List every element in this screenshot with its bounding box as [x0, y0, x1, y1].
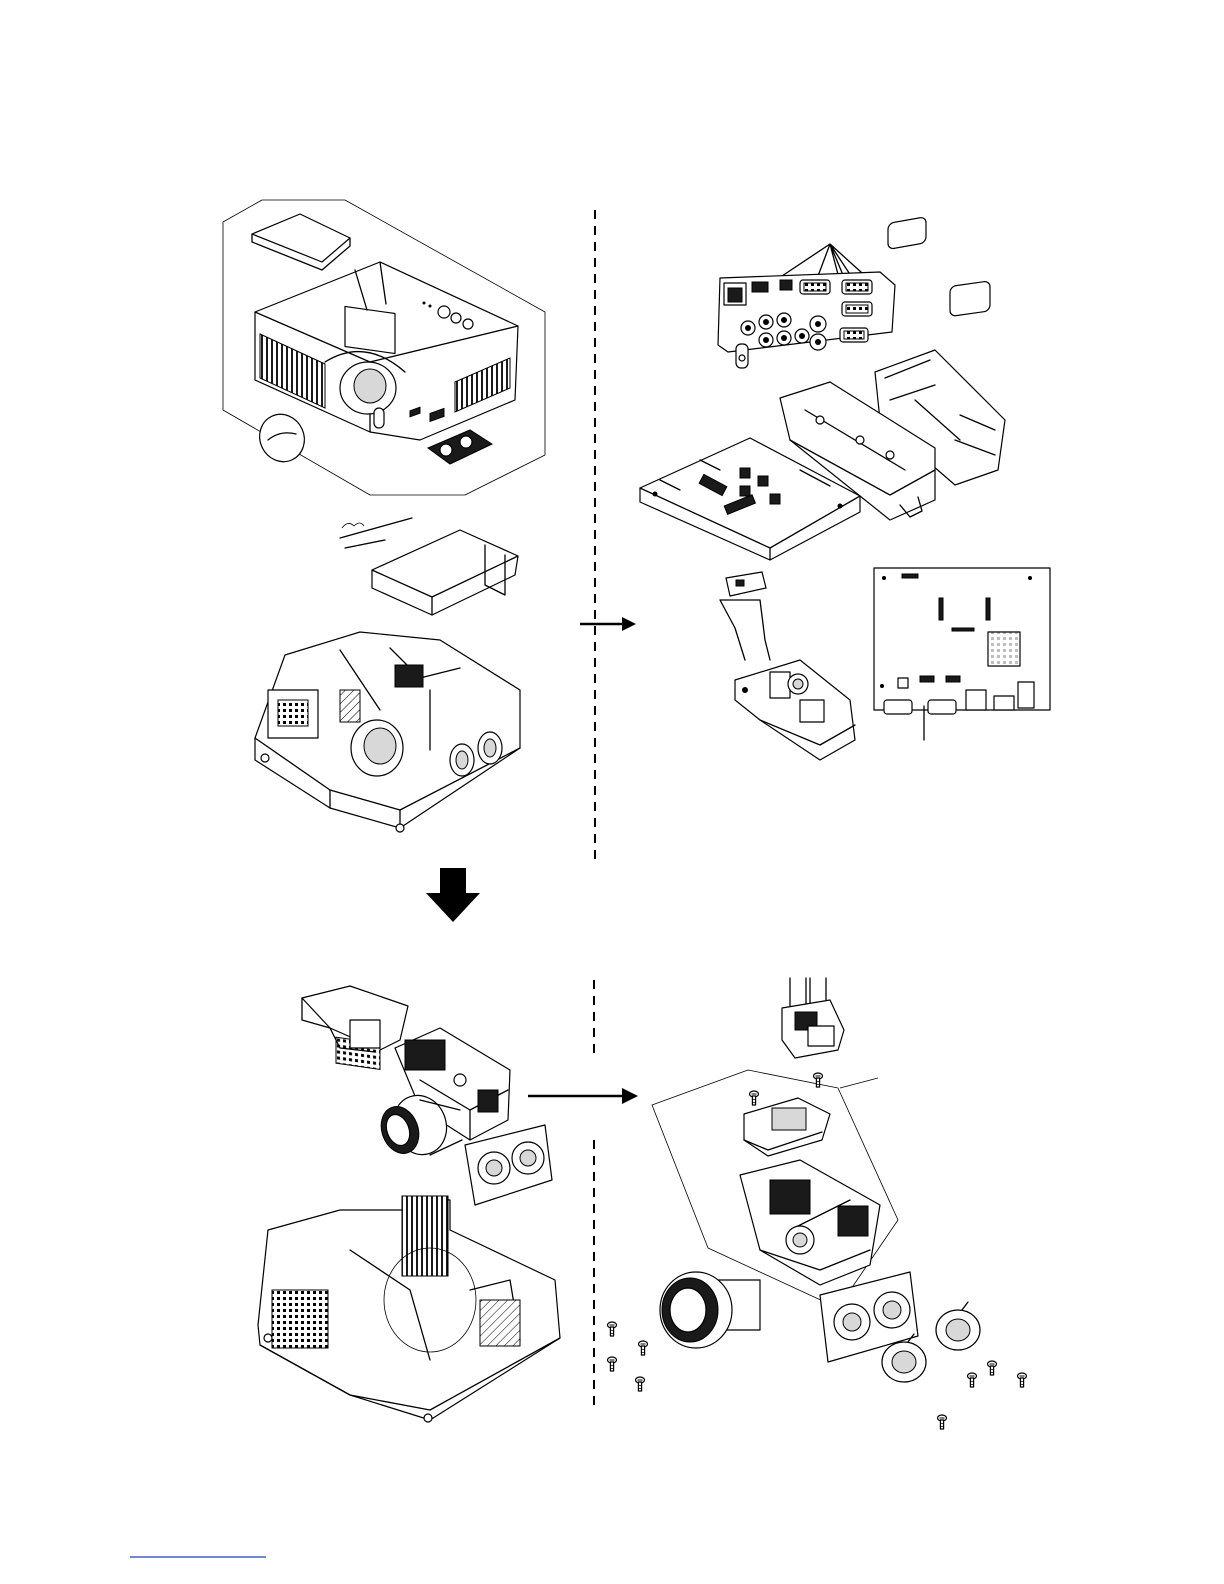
screw-icon [988, 1361, 997, 1375]
screw-icon [1018, 1373, 1027, 1387]
screw-icon [968, 1373, 977, 1387]
speaker-icon [936, 1302, 980, 1350]
lens-cap [252, 407, 312, 469]
control-panel [428, 430, 492, 464]
cabinet-top [255, 262, 518, 440]
chassis-lower [258, 1196, 560, 1422]
arrow-down-icon [426, 868, 480, 922]
lamp-housing [302, 986, 408, 1069]
chassis-exploded [255, 632, 520, 832]
screw-icon [608, 1322, 617, 1336]
callout-line [840, 1078, 878, 1088]
lamp-unit-frame [782, 978, 844, 1058]
main-board-small [340, 407, 518, 615]
lens-icon [660, 1272, 760, 1348]
screw-icon [639, 1341, 648, 1355]
screw-icon [938, 1415, 947, 1429]
lamp-cover [252, 214, 350, 270]
arrow-right-icon [580, 617, 636, 631]
dmd-board [744, 1098, 830, 1156]
cabinet-exploded-view [223, 200, 545, 495]
screw-icon [608, 1357, 617, 1371]
screw-icon [636, 1377, 645, 1391]
screw-icon [750, 1091, 759, 1105]
sub-board [720, 572, 855, 760]
optical-block [740, 1160, 880, 1285]
arrow-right-icon [528, 1088, 638, 1104]
terminal-panel [718, 244, 895, 368]
main-board-rear [874, 568, 1050, 740]
speaker-plate [465, 1125, 552, 1205]
